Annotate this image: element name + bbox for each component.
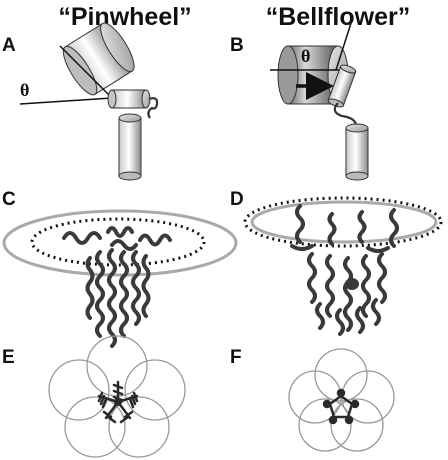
bellflower-title: “Bellflower” <box>265 3 411 31</box>
panel-label-c: C <box>2 189 16 210</box>
panel-f-top-view <box>288 348 395 452</box>
panel-label-a: A <box>2 35 16 56</box>
panel-b-cylinder-diagram: θ <box>270 19 369 181</box>
panel-label-d: D <box>230 189 244 210</box>
panel-e-ring <box>124 359 186 421</box>
panel-d-helix-bundle <box>290 204 399 336</box>
panel-c-structure <box>2 209 238 348</box>
panel-a-cylinder-diagram: θ <box>19 22 159 181</box>
panel-f-ring <box>330 398 384 452</box>
panel-d-outer-ellipse <box>250 200 438 244</box>
panel-d-dotted-ellipse <box>243 196 443 248</box>
theta-a: θ <box>20 80 29 100</box>
panel-f-helix-ring <box>322 388 360 425</box>
theta-b: θ <box>301 46 310 66</box>
panel-label-f: F <box>230 347 242 368</box>
panel-f-ring <box>298 398 352 452</box>
panel-e-helix-star <box>97 380 139 424</box>
panel-e-ring <box>48 359 110 421</box>
pinwheel-title: “Pinwheel” <box>58 3 192 31</box>
panel-label-e: E <box>2 347 15 368</box>
panel-e-top-view <box>48 335 186 458</box>
panel-c-helix-bundle <box>62 226 172 348</box>
panel-e-ring <box>64 396 126 458</box>
panel-c-outer-ellipse <box>2 209 238 277</box>
panel-c-dotted-ellipse <box>30 217 206 267</box>
panel-d-structure <box>243 196 443 336</box>
panel-label-b: B <box>230 35 244 56</box>
panel-e-ring <box>108 396 170 458</box>
